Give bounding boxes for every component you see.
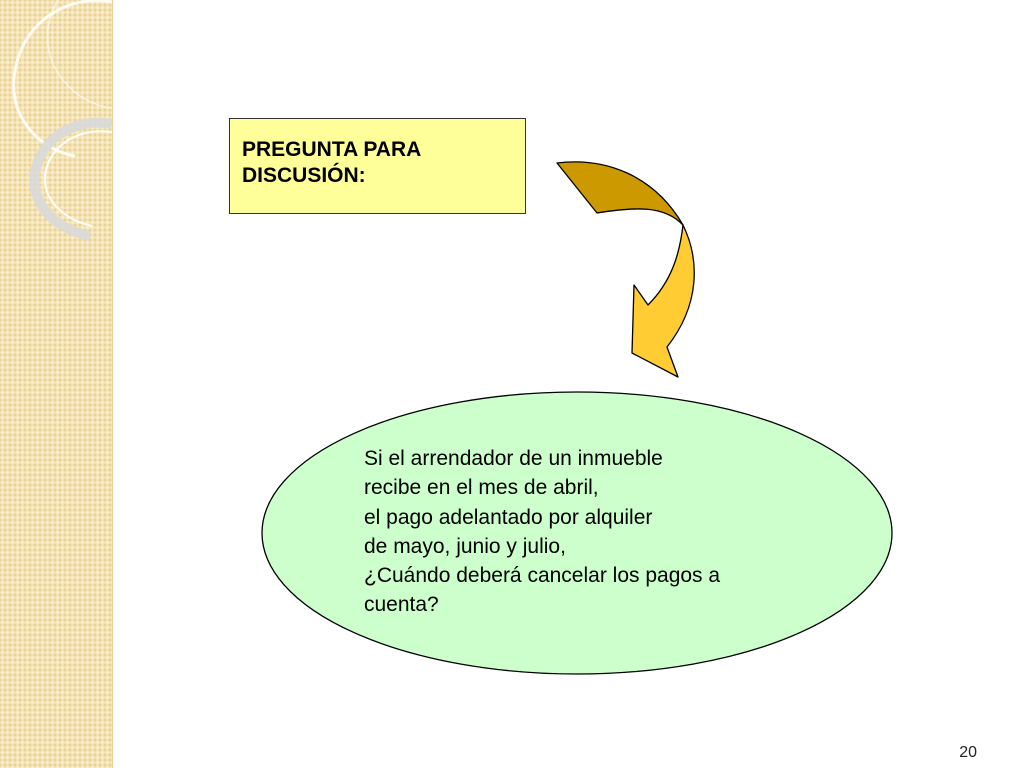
statement-line: ¿Cuándo deberá cancelar los pagos a: [364, 564, 721, 588]
statement-line: recibe en el mes de abril,: [364, 476, 599, 500]
statement-ellipse: [261, 391, 893, 675]
decorative-side-band: [0, 0, 113, 768]
page-number: 20: [959, 744, 977, 761]
statement-line: de mayo, junio y julio,: [364, 534, 566, 558]
statement-line: cuenta?: [364, 593, 439, 617]
curved-arrow-icon: [556, 161, 695, 378]
statement-line: Si el arrendador de un inmueble: [364, 447, 663, 470]
question-box: PREGUNTA PARA DISCUSIÓN:: [229, 118, 526, 214]
statement-line: el pago adelantado por alquiler: [364, 505, 653, 529]
question-title: PREGUNTA PARA DISCUSIÓN:: [242, 138, 422, 187]
statement-text: Si el arrendador de un inmueble recibe e…: [364, 444, 824, 620]
decorative-rings-icon: [12, 0, 112, 241]
